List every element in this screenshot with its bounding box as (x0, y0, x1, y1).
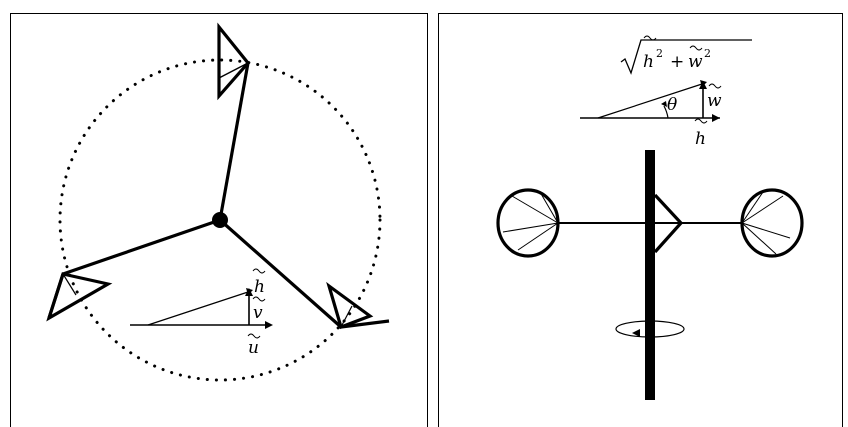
svg-text:u: u (248, 338, 259, 358)
rotation-indicator (615, 320, 685, 338)
rotation-axis (645, 150, 655, 400)
orbit-circle (58, 58, 382, 382)
left-panel (10, 13, 428, 427)
spoke-left (62, 218, 221, 276)
velocity-triangle (130, 288, 273, 329)
label-h-right: h (694, 118, 708, 149)
label-u-left: u (247, 333, 261, 358)
disc-right (740, 188, 804, 258)
svg-text:2: 2 (704, 47, 711, 60)
svg-text:w: w (707, 91, 722, 111)
label-w-right: w (707, 83, 722, 111)
vector-resultant (147, 291, 249, 326)
label-h-left: h (252, 268, 266, 297)
right-diagram: h 2 + w 2 θ w h (496, 35, 804, 400)
svg-text:v: v (253, 303, 263, 323)
left-diagram: h v u (46, 22, 390, 382)
svg-text:h: h (254, 277, 265, 297)
svg-text:w: w (688, 52, 703, 72)
right-panel (438, 13, 843, 427)
flag-right (326, 281, 390, 330)
hypotenuse-label: h 2 + w 2 (620, 35, 752, 75)
svg-text:h: h (695, 129, 706, 149)
disc-left (496, 188, 560, 258)
sqrt-sign (620, 39, 752, 75)
label-theta: θ (667, 95, 677, 115)
label-v-left: v (252, 296, 266, 323)
hub (212, 212, 228, 228)
flag-top (217, 22, 251, 101)
svg-text:+: + (670, 52, 684, 72)
angle-triangle (580, 80, 720, 122)
svg-text:2: 2 (656, 47, 663, 60)
theta-arc (663, 105, 669, 119)
svg-text:h: h (643, 52, 654, 72)
spoke-right (218, 218, 343, 329)
spoke-top (218, 62, 250, 221)
flag-left (46, 272, 113, 322)
axis-flag (653, 193, 684, 254)
